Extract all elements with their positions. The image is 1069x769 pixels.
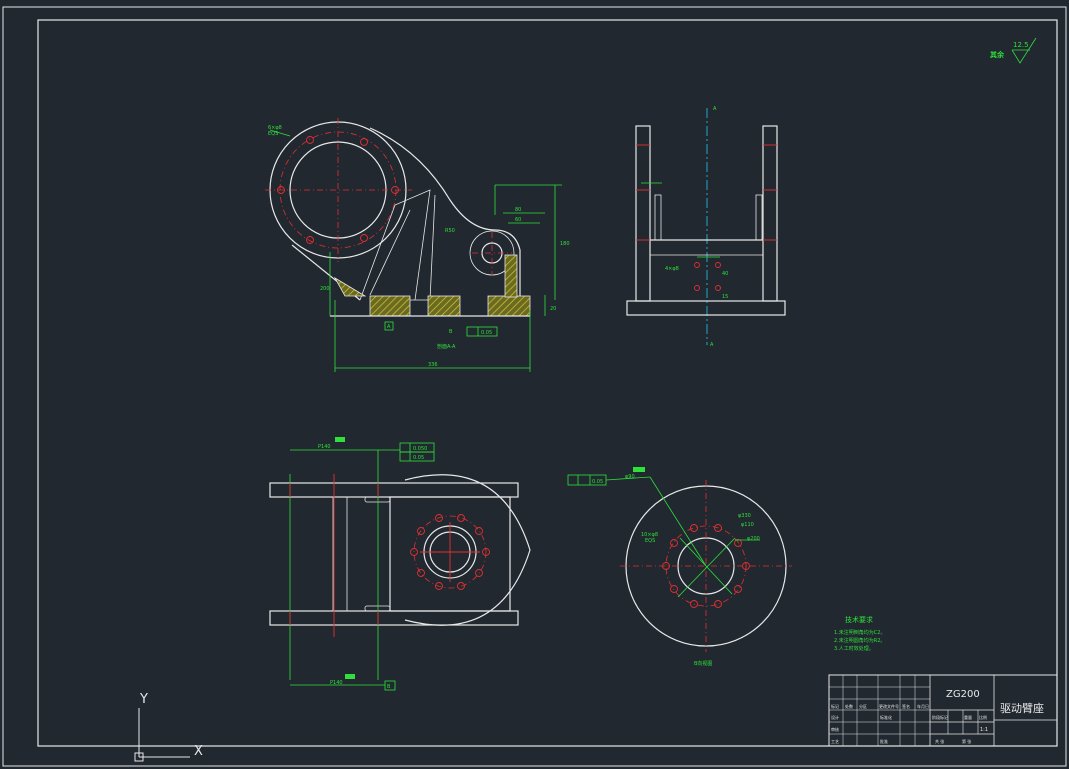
dim-radius: R50 bbox=[445, 228, 455, 234]
ucs-icon: Y X bbox=[134, 692, 203, 762]
top-bolt-holes bbox=[410, 514, 490, 590]
dim-hole-spec: 6×φ8 bbox=[268, 125, 282, 131]
b-dim-pcd2: φ110 bbox=[741, 522, 754, 528]
surface-finish-symbol: 其余 12.5 bbox=[990, 37, 1037, 64]
tech-req-line-1: 1.未注明倒角均为C2。 bbox=[834, 629, 885, 636]
b-view-holes bbox=[662, 524, 750, 608]
top-view[interactable]: P140 P140 0.050 0.05 B bbox=[269, 437, 531, 691]
tb-scale: 1:1 bbox=[980, 727, 988, 733]
b-dim-holes-sub: EQS bbox=[645, 538, 655, 544]
datum-a: A bbox=[387, 324, 391, 330]
b-dim-holes: 10×φ8 bbox=[641, 532, 658, 538]
top-dim-top: P140 bbox=[318, 444, 331, 450]
top-datum: B bbox=[387, 684, 391, 690]
tech-req-line-2: 2.未注明圆角均为R2。 bbox=[834, 637, 885, 644]
side-dim-v2: 15 bbox=[722, 294, 728, 300]
tb-label-design: 设计 bbox=[831, 714, 839, 720]
sheet-inner-border bbox=[37, 19, 1058, 747]
section-label: 剖面A-A bbox=[437, 343, 456, 350]
front-view[interactable]: 336 180 80 60 20 200 R50 6×φ8 EQS A 0.05… bbox=[265, 118, 570, 372]
top-tolerance-1: 0.050 bbox=[413, 446, 427, 452]
dim-overall-width: 336 bbox=[428, 362, 438, 368]
b-dim-pcd1: φ330 bbox=[738, 513, 751, 519]
datum-b: B bbox=[449, 329, 453, 335]
flatness-value: 0.05 bbox=[481, 330, 492, 336]
ucs-x-label: X bbox=[194, 744, 203, 759]
dim-height: 200 bbox=[320, 286, 330, 292]
side-dim-bolt: 4×φ8 bbox=[665, 266, 679, 272]
b-dim-pcd3: φ200 bbox=[747, 536, 760, 542]
dim-h1: 180 bbox=[560, 241, 570, 247]
tb-drawing-no: ZG200 bbox=[946, 689, 980, 700]
dim-base-h: 20 bbox=[550, 306, 556, 312]
tech-req-line-3: 3.人工时效处理。 bbox=[834, 645, 874, 652]
top-dim-bottom: P140 bbox=[330, 680, 343, 686]
tb-label-mark: 标记 bbox=[831, 703, 839, 709]
tb-label-zone: 分区 bbox=[859, 703, 867, 709]
dim-d1: 80 bbox=[515, 207, 521, 213]
title-block[interactable]: 标记 处数 分区 更改文件号 签名 年月日 设计 标准化 阶段标记 重量 比例 … bbox=[828, 674, 1058, 747]
tb-label-stage: 阶段标记 bbox=[932, 714, 948, 720]
flange-bolt-holes bbox=[277, 136, 399, 244]
top-tolerance-2: 0.05 bbox=[413, 455, 424, 461]
technical-requirements: 技术要求 1.未注明倒角均为C2。 2.未注明圆角均为R2。 3.人工时效处理。 bbox=[834, 615, 885, 652]
section-marker-top: A bbox=[713, 106, 717, 112]
section-marker-bottom: A bbox=[710, 342, 714, 348]
b-tolerance: 0.05 bbox=[592, 479, 603, 485]
tb-label-approve: 批准 bbox=[880, 738, 888, 744]
side-dim-v1: 40 bbox=[722, 271, 728, 277]
sheet-outer-border bbox=[2, 6, 1067, 767]
tb-label-standard: 标准化 bbox=[880, 714, 892, 720]
tb-label-date: 年月日 bbox=[917, 703, 929, 709]
b-dim-top: φ90 bbox=[625, 474, 635, 480]
b-view[interactable]: φ330 φ110 φ200 10×φ8 EQS φ90 0.05 B向视图 bbox=[567, 467, 792, 667]
ucs-y-label: Y bbox=[139, 692, 148, 707]
tb-label-sheet: 第 张 bbox=[962, 738, 971, 744]
dim-d2: 60 bbox=[515, 217, 521, 223]
tb-label-count: 处数 bbox=[845, 703, 853, 709]
tb-label-change: 更改文件号 bbox=[879, 703, 899, 709]
surface-finish-prefix: 其余 bbox=[990, 50, 1005, 59]
surface-finish-value: 12.5 bbox=[1013, 41, 1029, 49]
tb-label-sign: 签名 bbox=[902, 703, 910, 709]
tech-req-title: 技术要求 bbox=[845, 615, 873, 624]
tb-label-weight: 重量 bbox=[964, 714, 972, 720]
b-view-label: B向视图 bbox=[694, 660, 712, 667]
tb-label-total: 共 张 bbox=[935, 738, 944, 744]
side-view[interactable]: A A 4×φ8 40 15 bbox=[626, 106, 786, 348]
dim-hole-spec-sub: EQS bbox=[268, 131, 278, 137]
tb-part-name: 驱动臂座 bbox=[1000, 701, 1044, 715]
tb-label-review: 审核 bbox=[831, 726, 839, 732]
tb-label-process: 工艺 bbox=[831, 739, 839, 744]
tb-label-scale: 比例 bbox=[979, 714, 987, 720]
